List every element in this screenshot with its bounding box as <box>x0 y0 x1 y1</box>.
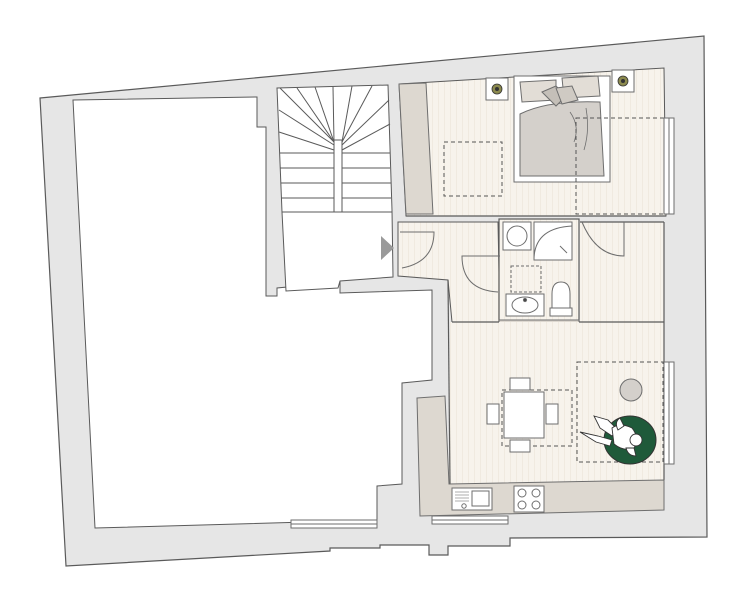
doors <box>400 221 625 293</box>
kitchen-counter <box>416 395 665 517</box>
shower-drain <box>559 245 568 254</box>
bed-cover <box>519 101 605 177</box>
cooktop-icon <box>513 485 545 513</box>
stair-step <box>341 99 390 146</box>
sink-icon <box>451 487 493 511</box>
stair-step <box>278 109 335 146</box>
bathroom-door <box>461 255 500 293</box>
bedroom-wardrobe <box>398 82 434 215</box>
person-head <box>629 433 643 447</box>
bathroom-fixtures <box>502 221 573 317</box>
bedroom-desk-zone <box>575 117 667 215</box>
potted-plant-icon <box>611 69 635 93</box>
entrance-arrow-icon <box>381 236 394 260</box>
stair-step <box>279 87 335 143</box>
stair-step <box>314 86 335 143</box>
stairs <box>278 85 392 213</box>
stairwell-area <box>276 84 394 292</box>
toilet-tank <box>549 307 573 317</box>
neighbor-unit-left <box>72 96 433 529</box>
dining-table <box>503 391 545 439</box>
burner <box>517 500 527 510</box>
stair-step <box>296 87 335 143</box>
faucet <box>461 503 467 509</box>
stair-step <box>341 85 353 143</box>
corridor-floor <box>580 222 664 330</box>
seated-person-icon <box>579 415 643 457</box>
kitchen-sink-basin <box>471 490 490 507</box>
bedroom-rug <box>443 141 503 197</box>
dining-rug <box>501 389 573 447</box>
stair-step <box>341 123 391 151</box>
entry-door <box>400 231 435 269</box>
plant-pot <box>495 87 499 91</box>
stair-step <box>278 131 335 151</box>
potted-plant-icon <box>485 77 509 101</box>
shower-icon <box>533 221 573 261</box>
dining-set <box>486 377 573 453</box>
chair <box>509 439 531 453</box>
chair <box>509 377 531 391</box>
person-arm <box>625 447 637 457</box>
cushion <box>555 85 579 105</box>
basin-tap <box>522 297 528 303</box>
wall-line <box>447 279 451 485</box>
stair-step <box>341 85 373 143</box>
bedroom-door <box>581 221 625 257</box>
sink-icon <box>511 296 539 314</box>
burner <box>531 500 541 510</box>
shower-curve <box>533 225 573 261</box>
toilet-icon <box>551 281 571 311</box>
bed-fold <box>569 107 588 151</box>
cooktop-frame <box>513 485 545 513</box>
side-table <box>619 378 643 402</box>
burner <box>531 488 541 498</box>
chair <box>545 403 559 425</box>
chair <box>486 403 500 425</box>
plant-pot <box>621 79 625 83</box>
windows-bottom <box>290 515 509 529</box>
bath-mat <box>510 265 542 293</box>
bed <box>513 75 611 183</box>
burner <box>517 488 527 498</box>
stair-step <box>332 86 335 143</box>
washer-drum <box>506 225 528 247</box>
windows-right <box>663 117 675 465</box>
person-arm <box>615 417 625 431</box>
lounge-rug <box>576 361 664 463</box>
